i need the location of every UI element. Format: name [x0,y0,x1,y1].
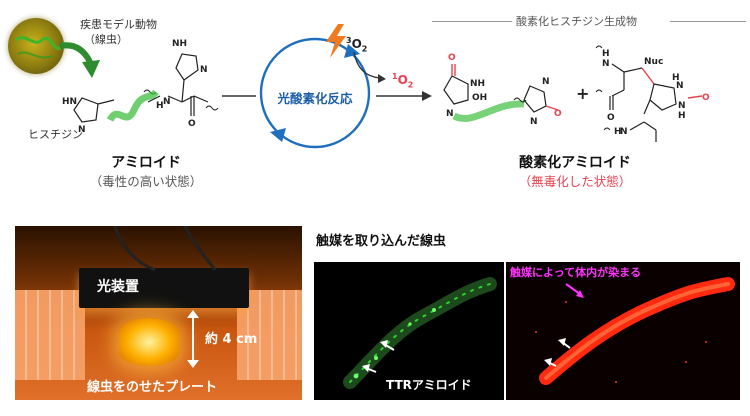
atom-n-ring: N [676,81,684,91]
ttr-label: TTRアミロイド [386,378,472,392]
distance-label: 約 4 cm [205,332,258,347]
arrow-to-products [376,91,432,101]
oxygenated-structure-1: O NH OH N N N O [443,53,562,127]
histidine-structure: HN N O H N NH N [62,39,219,135]
triplet-oxygen: 3O2 [346,36,367,53]
atom-hn-backbone: H [156,101,164,111]
atom-n-3: N [530,117,538,127]
worm-micrograph [8,18,64,74]
lightning-icon [326,24,346,58]
histidine-label: ヒスチジン [28,128,83,141]
distance-arrow [187,310,199,368]
atom-n-ring2: N [678,101,686,111]
cable-lines [113,226,217,272]
atom-h-ring2: H [678,111,686,121]
plus-sign: + [576,84,590,103]
triplet-oxygen-label: 3O2 [346,36,368,54]
light-device [79,268,249,308]
atom-n-top: N [200,65,208,75]
green-fluorescence-panel: TTRアミロイド [314,262,504,400]
oxygenated-title: 酸素化アミロイド [519,155,631,171]
device-label: 光装置 [97,279,139,295]
atom-oh: OH [472,93,487,103]
atom-hn: HN [62,97,77,107]
product-header-line-left [432,21,512,22]
atom-h-ring: H [672,73,680,83]
singlet-arrow [353,51,386,83]
singlet-oxygen: 1O2 [392,72,413,89]
worm-shape [15,36,61,59]
red-worm [535,277,735,385]
atom-h-top: H [602,49,610,59]
atom-h-bottom: H [614,127,622,137]
atom-n: N [78,125,86,135]
model-animal-label-line1: 疾患モデル動物 [80,18,157,31]
oxygenated-subtitle: （無毒化した状態） [518,174,632,189]
glowing-dish [119,318,179,366]
atom-o-2: O [607,113,615,123]
atom-o-red-1: O [448,53,456,63]
plate-label: 線虫をのせたプレート [87,380,218,395]
arrow-to-cycle [222,95,256,97]
photooxygenation-cycle [259,37,371,149]
amyloid-subtitle: （毒性の高い状態） [89,174,203,189]
cycle-label: 光酸素化反応 [277,91,353,106]
stain-label: 触媒によって体内が染まる [510,266,642,279]
oxygenated-structure-2: H N O Nuc H N N H O H N [595,45,710,142]
atom-n-bottom: N [620,127,628,137]
singlet-oxygen-label: 1O2 [392,72,414,90]
atom-o-red-3: O [702,93,710,103]
atom-o-red-2: O [554,109,562,119]
rack-left [15,290,85,380]
atom-o-left: O [188,119,196,129]
atom-n-2: N [542,77,550,87]
green-worm [343,277,497,389]
atom-n-1: N [446,109,454,119]
atom-n-top2: N [602,59,610,69]
model-animal-label-line2: （線虫） [84,33,128,46]
atom-nh-1: NH [470,79,485,89]
product-header-line-right [670,21,746,22]
device-photo: 光装置 約 4 cm 線虫をのせたプレート [15,226,302,400]
red-fluorescence-panel: 触媒によって体内が染まる [506,262,740,400]
product-header: 酸素化ヒスチジン生成物 [516,15,637,28]
green-arrow-icon [59,42,100,78]
amyloid-title: アミロイド [111,155,181,171]
worm-images-title: 触媒を取り込んだ線虫 [316,234,447,249]
atom-n-backbone: N [163,97,171,107]
atom-nuc: Nuc [644,57,663,67]
atom-nh-top: NH [172,39,187,49]
